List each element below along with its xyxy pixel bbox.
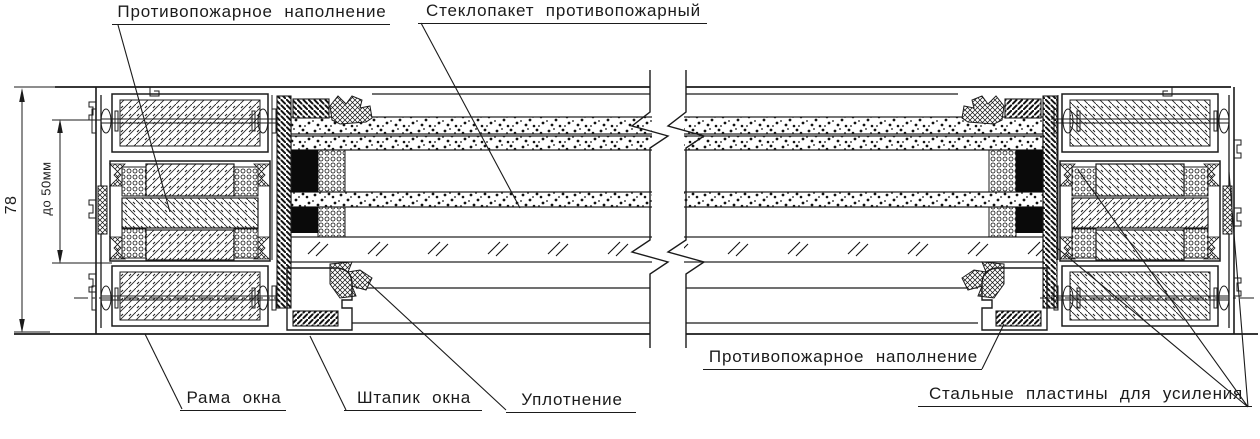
fire-filling-block <box>1071 197 1209 229</box>
left-glazing-edge <box>276 95 373 331</box>
leader-lines <box>117 22 1249 411</box>
fire-filling-block <box>1095 163 1185 197</box>
outer-face-lines <box>14 86 1258 335</box>
screw <box>101 118 279 124</box>
edge-sealant <box>1016 207 1043 233</box>
steel-plate <box>1042 95 1058 309</box>
fire-filling-block <box>145 229 235 261</box>
screw <box>101 295 279 301</box>
label-seal: Уплотнение <box>506 390 636 413</box>
clip <box>1234 139 1242 159</box>
steel-angle <box>1004 98 1042 119</box>
clip <box>1234 277 1242 297</box>
leader-seal <box>367 281 507 411</box>
bead-steel-insert <box>995 310 1042 327</box>
edge-sealant <box>291 150 318 192</box>
right-frame-profile <box>1040 87 1256 334</box>
leader-steel-plates <box>1049 169 1249 408</box>
label-window-frame: Рама окна <box>180 388 286 411</box>
dimension-78-lines <box>14 86 56 333</box>
gasket <box>329 95 373 125</box>
left-frame-profile <box>74 87 290 334</box>
gasket <box>961 95 1005 125</box>
clip <box>1234 207 1242 227</box>
label-fire-filling-bottom: Противопожарное наполнение <box>703 347 982 370</box>
label-glazing-unit: Стеклопакет противопожарный <box>418 1 707 24</box>
right-glazing-edge <box>961 95 1058 331</box>
fire-filling-block <box>1095 229 1185 261</box>
glazing-bead <box>981 267 1048 331</box>
fire-filling-block <box>121 197 259 229</box>
glazing-bead <box>286 267 353 331</box>
label-fire-filling-top: Противопожарное наполнение <box>112 2 390 25</box>
leader-fire-filling-top <box>117 24 171 213</box>
steel-angle <box>292 98 330 119</box>
dimension-glazing-thickness: до 50мм <box>38 161 54 216</box>
dimension-frame-depth: 78 <box>3 195 20 215</box>
clip <box>88 273 96 293</box>
clip <box>1162 87 1173 97</box>
leader-glazing-bead <box>309 335 347 411</box>
leader-glazing-unit <box>420 22 521 209</box>
fire-filling-block <box>145 163 235 197</box>
edge-sealant <box>1016 150 1043 192</box>
leader-fire-filling-bottom <box>981 323 1005 370</box>
bead-steel-insert <box>292 310 339 327</box>
screw <box>1051 118 1229 124</box>
edge-sealant <box>291 207 318 233</box>
steel-plate <box>276 95 292 309</box>
label-steel-plates: Стальные пластины для усиления <box>918 384 1252 407</box>
label-glazing-bead: Штапик окна <box>344 388 482 411</box>
clip <box>88 101 96 121</box>
leader-window-frame <box>144 333 183 410</box>
screw <box>1051 295 1229 301</box>
section-break <box>630 55 706 350</box>
clip <box>149 87 160 97</box>
clip <box>88 199 96 219</box>
